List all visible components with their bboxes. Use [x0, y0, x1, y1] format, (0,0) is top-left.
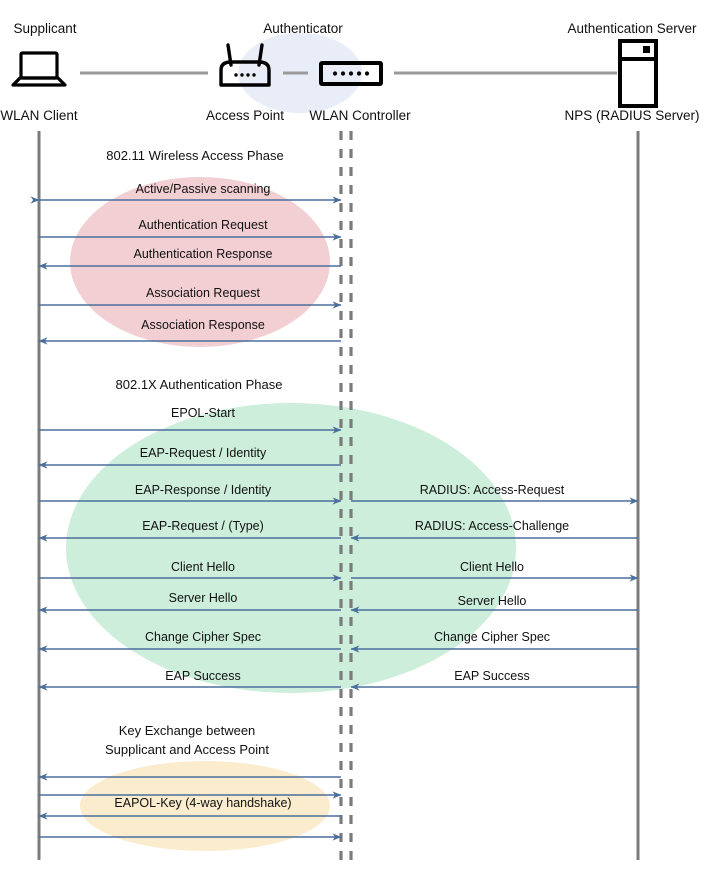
device-label-group: WLAN Client Access Point WLAN Controller NP… — [0, 108, 699, 123]
msg-eapol-start-label: EPOL-Start — [171, 406, 235, 420]
role-label-supplicant: Supplicant — [13, 21, 76, 36]
role-label-authenticator: Authenticator — [263, 21, 343, 36]
device-label-nps-server: NPS (RADIUS Server) — [564, 108, 699, 123]
msg-change-cipher-spec-right-label: Change Cipher Spec — [434, 630, 550, 644]
device-connector-group — [80, 33, 617, 113]
msg-active-passive-scanning-label: Active/Passive scanning — [136, 182, 271, 196]
msg-eap-success-right-label: EAP Success — [454, 669, 530, 683]
phase-802-1x-ellipse — [66, 403, 516, 693]
laptop-icon — [11, 51, 67, 87]
server-tower-icon — [618, 39, 658, 108]
lifeline-group — [37, 131, 640, 860]
msg-client-hello-right-label: Client Hello — [460, 560, 524, 574]
msg-eap-request-type-label: EAP-Request / (Type) — [142, 519, 264, 533]
network-switch-icon — [319, 61, 383, 86]
msg-eapol-key-3-label: EAPOL-Key (4-way handshake) — [114, 796, 291, 810]
msg-authentication-request-label: Authentication Request — [138, 218, 268, 232]
wireless-router-icon — [219, 43, 271, 87]
msg-radius-access-request-label: RADIUS: Access-Request — [420, 483, 565, 497]
msg-radius-access-challenge-label: RADIUS: Access-Challenge — [415, 519, 569, 533]
msg-eap-response-identity-label: EAP-Response / Identity — [135, 483, 272, 497]
msg-server-hello-right-label: Server Hello — [458, 594, 527, 608]
msg-association-response-label: Association Response — [141, 318, 265, 332]
device-label-wlan-controller: WLAN Controller — [309, 108, 411, 123]
msg-client-hello-left-label: Client Hello — [171, 560, 235, 574]
phase-802-11-title: 802.11 Wireless Access Phase — [106, 148, 284, 163]
device-label-wlan-client: WLAN Client — [0, 108, 78, 123]
msg-association-request-label: Association Request — [146, 286, 260, 300]
phase-title-group: 802.11 Wireless Access Phase 802.1X Authe… — [105, 148, 284, 757]
device-label-access-point: Access Point — [206, 108, 284, 123]
phase-key-exchange-ellipse — [80, 761, 330, 851]
msg-eap-request-identity-label: EAP-Request / Identity — [140, 446, 267, 460]
msg-change-cipher-spec-left-label: Change Cipher Spec — [145, 630, 261, 644]
phase-802-1x-title: 802.1X Authentication Phase — [116, 377, 283, 392]
msg-authentication-response-label: Authentication Response — [134, 247, 273, 261]
msg-server-hello-left-label: Server Hello — [169, 591, 238, 605]
device-icon-group — [11, 39, 658, 108]
message-arrow-group — [30, 196, 639, 841]
msg-eap-success-left-label: EAP Success — [165, 669, 241, 683]
role-label-auth_server: Authentication Server — [567, 21, 697, 36]
role-header-group: Supplicant Authenticator Authentication Se… — [13, 21, 697, 36]
